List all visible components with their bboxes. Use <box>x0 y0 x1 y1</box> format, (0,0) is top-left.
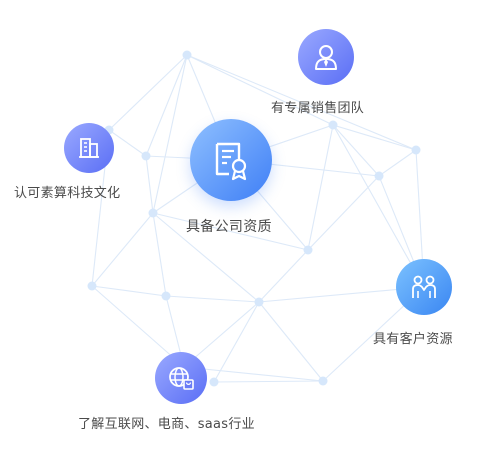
certificate-icon <box>215 142 247 181</box>
network-node <box>318 376 328 386</box>
network-line <box>378 149 417 177</box>
network-line <box>332 124 425 288</box>
network-node <box>254 297 264 307</box>
network-line <box>145 155 154 214</box>
network-line <box>332 124 380 177</box>
network-line <box>165 295 260 303</box>
qualification-icon-circle <box>190 119 272 201</box>
network-node <box>87 281 97 291</box>
network-lines <box>91 54 425 383</box>
network-line <box>91 285 167 297</box>
resources-label: 具有客户资源 <box>373 332 453 347</box>
network-line <box>108 54 188 131</box>
network-line <box>258 249 309 303</box>
dedicated-team-icon-circle <box>298 29 354 85</box>
network-node <box>161 291 171 301</box>
resources-icon-circle <box>396 259 452 315</box>
network-node <box>303 245 313 255</box>
industry-icon-circle <box>155 352 207 404</box>
network-node <box>411 145 421 155</box>
network-line <box>108 129 147 157</box>
industry-label: 了解互联网、电商、saas行业 <box>78 417 255 432</box>
network-line <box>186 54 417 151</box>
network-node <box>209 377 219 387</box>
globe-shopping-bag-icon <box>169 367 194 390</box>
user-tie-icon <box>315 45 337 70</box>
network-node <box>182 50 192 60</box>
network-node <box>374 171 384 181</box>
network-line <box>183 366 324 382</box>
network-line <box>213 380 324 383</box>
office-building-icon <box>79 138 99 158</box>
network-line <box>152 54 188 214</box>
network-line <box>152 212 309 251</box>
network-line <box>307 124 334 251</box>
network-line <box>258 301 324 382</box>
network-line <box>332 124 417 151</box>
network-node <box>141 151 151 161</box>
culture-label: 认可素算科技文化 <box>14 186 121 201</box>
network-node <box>328 120 338 130</box>
network-node <box>148 208 158 218</box>
qualification-label: 具备公司资质 <box>186 219 272 235</box>
culture-icon-circle <box>64 123 114 173</box>
network-line <box>91 212 154 287</box>
network-line <box>307 175 380 251</box>
people-handshake-icon <box>412 275 436 298</box>
network-line <box>213 301 260 383</box>
network-line <box>152 212 167 297</box>
network-line <box>186 54 334 126</box>
network-line <box>91 285 185 368</box>
network-line <box>152 212 260 303</box>
network-line <box>145 54 188 157</box>
dedicated-team-label: 有专属销售团队 <box>271 101 365 116</box>
